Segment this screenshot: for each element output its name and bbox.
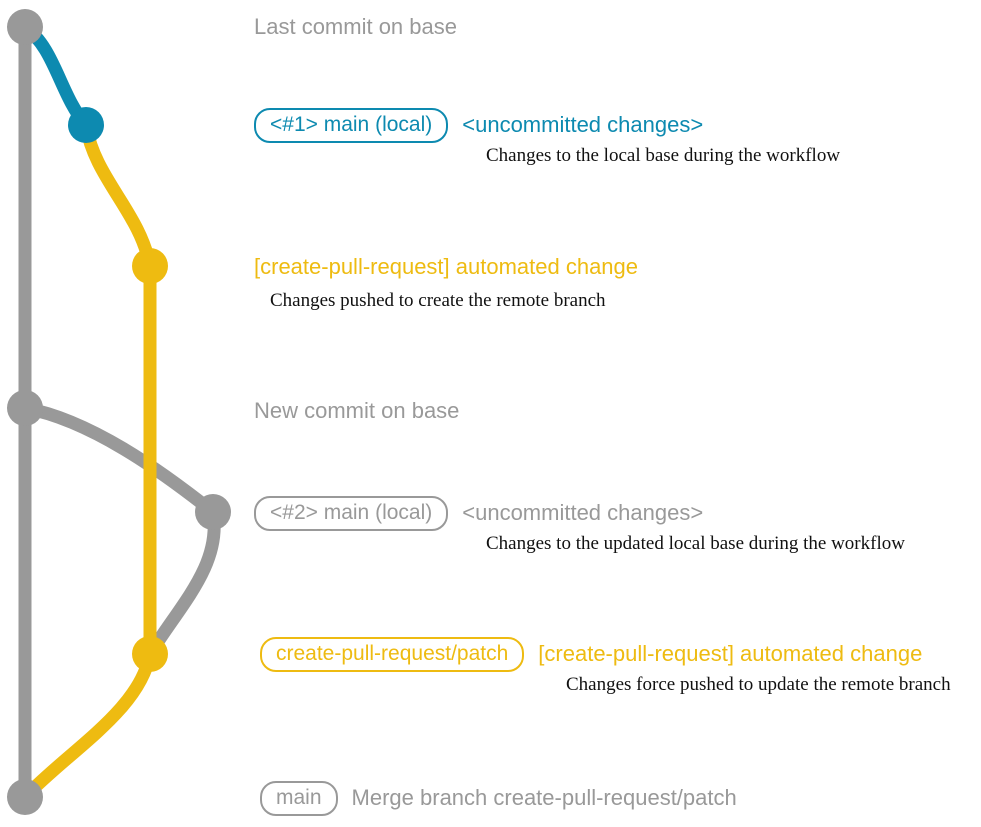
row-first-local-commit: <#1> main (local) <uncommitted changes> bbox=[254, 108, 704, 144]
edge-automated2-to-merge bbox=[18, 647, 157, 804]
commit-node-local-2[interactable] bbox=[195, 494, 231, 530]
branch-badge-create-pull-request-patch[interactable]: create-pull-request/patch bbox=[260, 637, 531, 673]
commit-node-automated-2[interactable] bbox=[132, 636, 168, 672]
label-last-commit-on-base: Last commit on base bbox=[254, 14, 457, 39]
commit-description-automated-2: Changes force pushed to update the remot… bbox=[566, 674, 951, 695]
commit-message-local-2: <uncommitted changes> bbox=[462, 500, 704, 526]
commit-node-local-1[interactable] bbox=[68, 107, 104, 143]
commit-message-local-1: <uncommitted changes> bbox=[462, 112, 704, 138]
commit-node-merge[interactable] bbox=[7, 779, 43, 815]
commit-node-base-new[interactable] bbox=[7, 390, 43, 426]
commit-node-base-last[interactable] bbox=[7, 9, 43, 45]
edge-local1-to-automated1 bbox=[79, 118, 157, 273]
row-second-automated-commit: create-pull-request/patch [create-pull-r… bbox=[260, 637, 923, 673]
commit-description-local-2: Changes to the updated local base during… bbox=[486, 533, 905, 554]
edge-local2-to-automated2 bbox=[143, 505, 221, 661]
commit-message-automated-2: [create-pull-request] automated change bbox=[538, 641, 923, 667]
branch-badge-local-1[interactable]: <#1> main (local) bbox=[254, 108, 455, 144]
row-merge-commit: main Merge branch create-pull-request/pa… bbox=[260, 781, 737, 817]
commit-description-automated-1: Changes pushed to create the remote bran… bbox=[270, 290, 606, 311]
row-second-local-commit: <#2> main (local) <uncommitted changes> bbox=[254, 496, 704, 532]
commit-nodes bbox=[7, 9, 231, 815]
commit-message-merge: Merge branch create-pull-request/patch bbox=[351, 785, 737, 811]
commit-node-automated-1[interactable] bbox=[132, 248, 168, 284]
branch-badge-main[interactable]: main bbox=[260, 781, 344, 817]
commit-message-automated-1: [create-pull-request] automated change bbox=[254, 254, 639, 279]
branch-badge-local-2[interactable]: <#2> main (local) bbox=[254, 496, 455, 532]
commit-description-local-1: Changes to the local base during the wor… bbox=[486, 145, 841, 166]
edge-base-to-local2 bbox=[18, 401, 220, 519]
label-new-commit-on-base: New commit on base bbox=[254, 398, 460, 423]
